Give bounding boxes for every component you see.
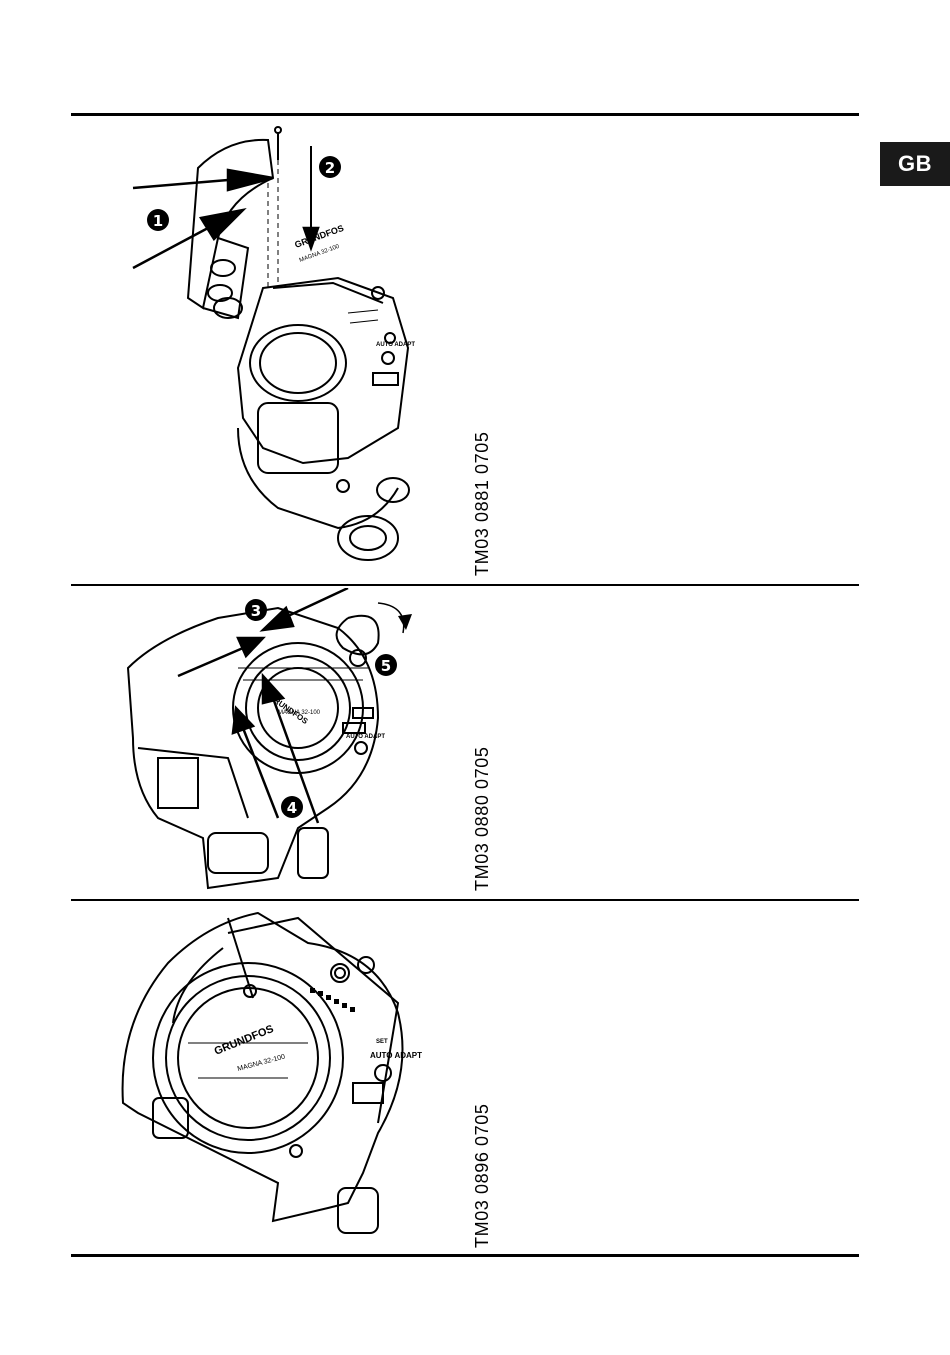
drawing-number: TM03 0881 0705	[472, 432, 493, 577]
language-tab: GB	[880, 142, 950, 186]
product-model: MAGNA 32-100	[278, 710, 321, 716]
set-label: SET	[376, 1039, 388, 1045]
svg-text:3: 3	[251, 602, 261, 620]
drawing-number: TM03 0896 0705	[472, 1104, 493, 1249]
drawing-number: TM03 0880 0705	[472, 747, 493, 892]
svg-text:4: 4	[287, 799, 297, 817]
auto-adapt-label: AUTO ADAPT	[376, 342, 415, 348]
callout-3: 3	[245, 599, 267, 621]
section-divider	[71, 584, 859, 586]
callout-2: 2	[319, 156, 341, 178]
figure-2-illustration: GRUNDFOS MAGNA 32-100 AUTO ADAPT 3 4 5	[78, 588, 478, 896]
svg-text:5: 5	[381, 657, 391, 675]
auto-adapt-label: AUTO ADAPT	[346, 734, 385, 740]
auto-adapt-label: AUTO ADAPT	[370, 1051, 422, 1060]
svg-text:1: 1	[153, 212, 163, 230]
bottom-rule	[71, 1254, 859, 1257]
svg-text:2: 2	[325, 159, 335, 177]
top-rule	[71, 113, 859, 116]
callout-1: 1	[147, 209, 169, 231]
callout-4: 4	[281, 796, 303, 818]
figure-3-illustration: GRUNDFOS MAGNA 32-100 AUTO ADAPT SET	[78, 903, 478, 1251]
callout-5: 5	[375, 654, 397, 676]
section-divider	[71, 899, 859, 901]
figure-1-illustration: GRUNDFOS MAGNA 32-100 AUTO ADAPT 1 2	[78, 118, 478, 580]
